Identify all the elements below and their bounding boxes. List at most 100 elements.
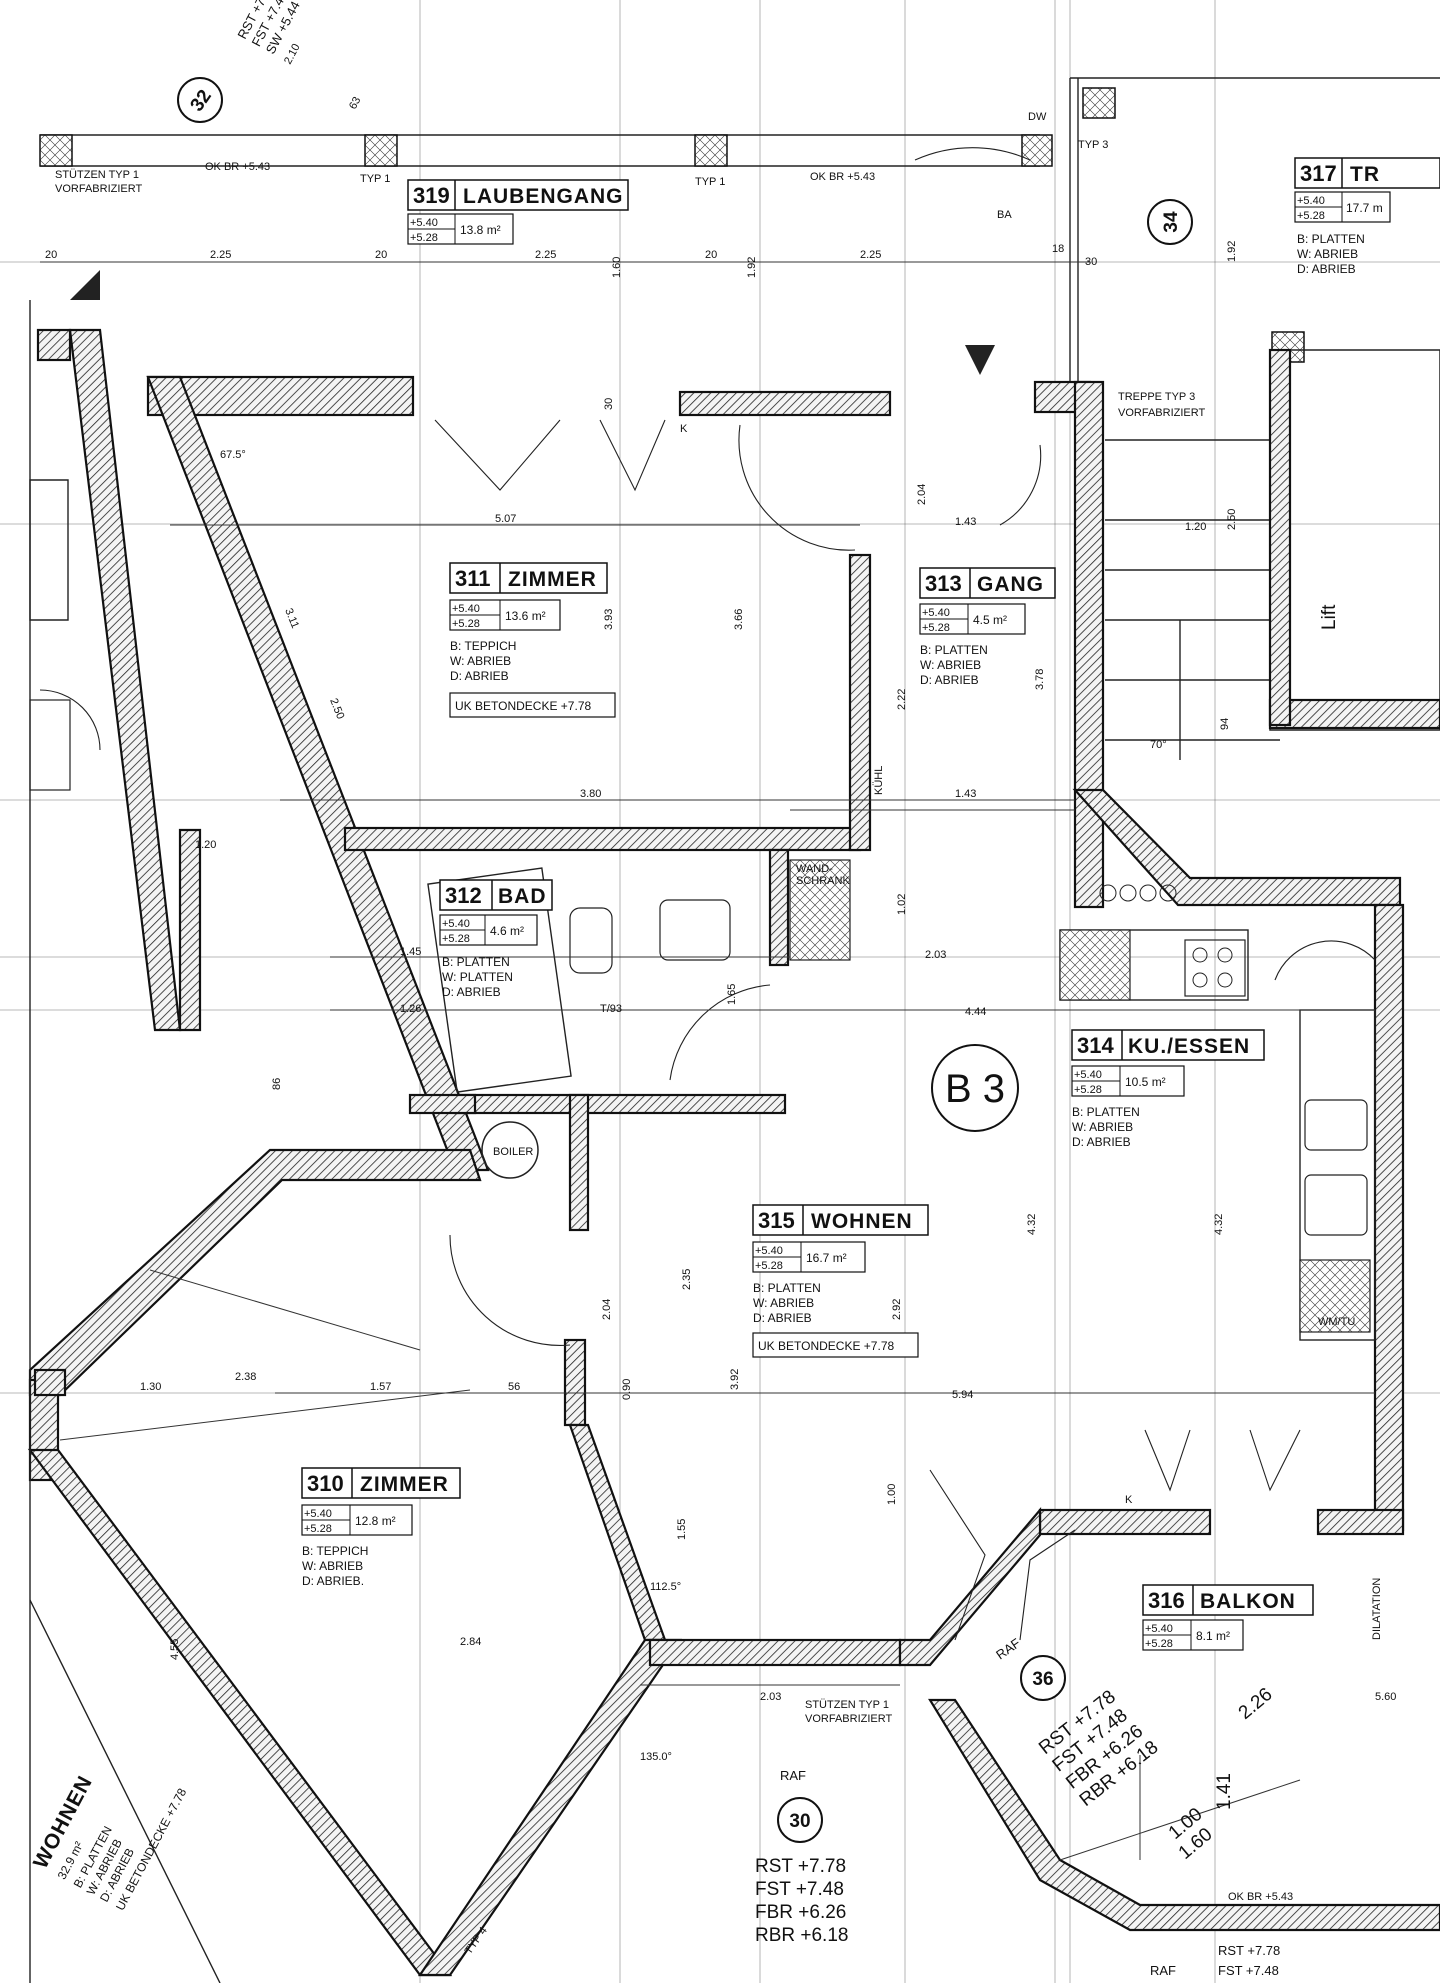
room-number: 317: [1300, 161, 1337, 186]
room-area: 13.6 m²: [505, 609, 546, 623]
dimension: 1.30: [140, 1381, 161, 1393]
annotation: VORFABRIZIERT: [1118, 407, 1205, 419]
room-name: GANG: [977, 573, 1044, 596]
level-bottom: +5.28: [304, 1523, 332, 1535]
dimension: 5.07: [495, 513, 516, 525]
dimension: 1.45: [400, 946, 421, 958]
dimension: 2.03: [760, 1691, 781, 1703]
dimension: 2.50: [1226, 509, 1238, 530]
room-spec: B: PLATTEN: [1072, 1105, 1140, 1119]
room-spec: D: ABRIEB: [1072, 1135, 1131, 1149]
room-spec: D: ABRIEB: [920, 673, 979, 687]
dimension: 4.32: [1026, 1214, 1038, 1235]
room-number: 312: [445, 883, 482, 908]
room-name: BAD: [498, 885, 547, 908]
room-spec: B: PLATTEN: [920, 643, 988, 657]
dimension: 20: [705, 249, 717, 261]
level-top: +5.40: [922, 607, 950, 619]
annotation: DW: [1028, 111, 1047, 123]
annotation: OK BR +5.43: [810, 171, 875, 183]
annotation: KÜHL: [873, 766, 885, 795]
level-bottom: +5.28: [452, 618, 480, 630]
room-area: 8.1 m²: [1196, 1629, 1230, 1643]
annotations: STÜTZEN TYP 1 VORFABRIZIERT OK BR +5.43 …: [55, 111, 1383, 1978]
levels-30: RST +7.78 FST +7.48 FBR +6.26 RBR +6.18: [755, 1856, 848, 1946]
dimension: 1.65: [726, 984, 738, 1005]
room-spec: W: ABRIEB: [450, 654, 511, 668]
room-name: TR: [1350, 163, 1380, 186]
annotation: WAND-: [796, 863, 833, 875]
levels-bottom: RST +7.78 FST +7.48: [1218, 1943, 1280, 1978]
room-314: 314 KU./ESSEN +5.40 +5.28 10.5 m² B: PLA…: [1071, 1029, 1265, 1149]
level-top: +5.40: [1297, 195, 1325, 207]
annotation: BOILER: [493, 1146, 533, 1158]
dimension: 1.60: [611, 257, 623, 278]
annotation: VORFABRIZIERT: [55, 183, 142, 195]
level-bottom: +5.28: [755, 1260, 783, 1272]
dimension: 2.04: [916, 484, 928, 505]
dimension: 1.55: [676, 1519, 688, 1540]
room-area: 10.5 m²: [1125, 1075, 1166, 1089]
room-area: 17.7 m: [1346, 201, 1383, 215]
room-319: 319 LAUBENGANG +5.40 +5.28 13.8 m²: [407, 179, 629, 245]
room-name: LAUBENGANG: [463, 185, 624, 208]
dimension: 4.55: [169, 1639, 181, 1660]
dimension: 3.66: [733, 609, 745, 630]
dimension: 3.80: [580, 788, 601, 800]
room-number: 314: [1077, 1033, 1114, 1058]
room-name: ZIMMER: [360, 1473, 449, 1496]
level-readout: FST +7.48: [1218, 1963, 1279, 1978]
dimension: 5.94: [952, 1389, 973, 1401]
room-number: 316: [1148, 1588, 1185, 1613]
room-area: 13.8 m²: [460, 223, 501, 237]
room-name: KU./ESSEN: [1128, 1035, 1250, 1058]
level-top: +5.40: [452, 603, 480, 615]
dimension: 1.43: [955, 788, 976, 800]
dimension: 2.25: [535, 249, 556, 261]
room-note: UK BETONDECKE +7.78: [758, 1339, 894, 1353]
dimension: 4.44: [965, 1006, 986, 1018]
level-top: +5.40: [410, 217, 438, 229]
bathroom-fittings: [427, 859, 851, 1179]
room-spec: B: PLATTEN: [753, 1281, 821, 1295]
level-readout: FBR +6.26: [755, 1902, 846, 1923]
room-310: 310 ZIMMER +5.40 +5.28 12.8 m² B: TEPPIC…: [301, 1467, 461, 1588]
dimension: 1.92: [1226, 241, 1238, 262]
annotation: TYP 3: [1078, 139, 1108, 151]
level-readout: RST +7.78: [1218, 1943, 1280, 1958]
annotation: TYP 1: [360, 173, 390, 185]
dimension: 20: [375, 249, 387, 261]
dimension: 5.60: [1375, 1691, 1396, 1703]
dimension: 3.92: [729, 1369, 741, 1390]
stair: [1099, 348, 1440, 902]
room-spec: D: ABRIEB: [1297, 262, 1356, 276]
annotation: Lift: [1319, 604, 1340, 630]
room-name: ZIMMER: [508, 568, 597, 591]
level-top: +5.40: [442, 918, 470, 930]
room-area: 16.7 m²: [806, 1251, 847, 1265]
room-note: UK BETONDECKE +7.78: [455, 699, 591, 713]
level-top: +5.40: [755, 1245, 783, 1257]
dimension: 2.04: [601, 1299, 613, 1320]
dimension: 1.26: [400, 1003, 421, 1015]
dimension: 2.03: [925, 949, 946, 961]
level-top: +5.40: [1145, 1623, 1173, 1635]
dimension: 70°: [1150, 739, 1167, 751]
dimension: 2.84: [460, 1636, 481, 1648]
dimension: 56: [508, 1381, 520, 1393]
level-bottom: +5.28: [922, 622, 950, 634]
annotation: OK BR +5.43: [205, 161, 270, 173]
room-name: WOHNEN: [811, 1210, 913, 1233]
annotation: DILATATION: [1371, 1578, 1383, 1640]
dimension: 3.93: [603, 609, 615, 630]
room-area: 12.8 m²: [355, 1514, 396, 1528]
room-312: 312 BAD +5.40 +5.28 4.6 m² B: PLATTEN W:…: [439, 879, 553, 999]
room-spec: B: TEPPICH: [302, 1544, 368, 1558]
dimension: 2.92: [891, 1299, 903, 1320]
level-readout: RST +7.78: [755, 1856, 846, 1877]
dimension: 94: [1219, 718, 1231, 730]
level-readout: RBR +6.18: [755, 1925, 848, 1946]
dimension: 135.0°: [640, 1751, 672, 1763]
annotation: OK BR +5.43: [1228, 1891, 1293, 1903]
